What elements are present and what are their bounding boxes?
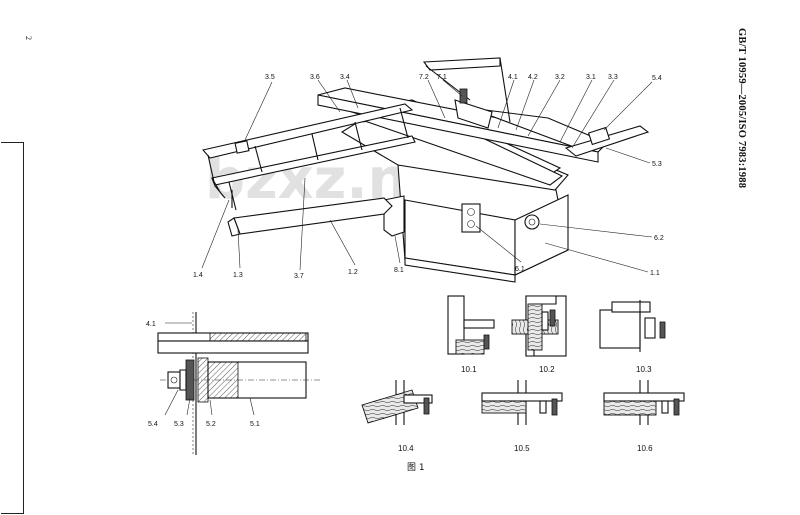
label-6-2: 6.2 (654, 235, 664, 242)
label-3-7: 3.7 (294, 273, 304, 280)
section-label-5-3: 5.3 (174, 421, 184, 428)
label-7-2: 7.2 (419, 74, 429, 81)
section-label-5-2: 5.2 (206, 421, 216, 428)
sliding-table-saw-drawing: 3.5 3.6 3.4 7.2 7.1 4.1 4.2 3.2 3.1 3.3 … (193, 57, 664, 283)
detail-caption-10-4: 10.4 (398, 444, 414, 453)
detail-10-3: 10.3 (599, 300, 666, 374)
detail-10-1: 10.1 (447, 295, 495, 374)
section-label-4-1: 4.1 (146, 321, 156, 328)
label-4-1: 4.1 (508, 74, 518, 81)
detail-caption-10-5: 10.5 (514, 444, 530, 453)
label-3-3: 3.3 (608, 74, 618, 81)
binding-margin-box (1, 142, 24, 514)
label-5-4: 5.4 (652, 75, 662, 82)
section-label-5-1: 5.1 (250, 421, 260, 428)
label-1-2: 1.2 (348, 269, 358, 276)
detail-10-2: 10.2 (511, 295, 567, 374)
label-3-6: 3.6 (310, 74, 320, 81)
detail-10-4: 10.4 (361, 380, 433, 453)
label-1-1: 1.1 (650, 270, 660, 277)
label-8-1: 8.1 (394, 267, 404, 274)
detail-caption-10-6: 10.6 (637, 444, 653, 453)
label-5-3: 5.3 (652, 161, 662, 168)
label-3-4: 3.4 (340, 74, 350, 81)
saw-arbor-section-view: 4.1 5.4 5.3 5.2 5.1 (146, 312, 320, 455)
figure-caption: 图 1 (407, 462, 425, 473)
standard-number-header: GB/T 10959—2005/ISO 7983:1988 (736, 28, 747, 189)
label-3-2: 3.2 (555, 74, 565, 81)
detail-caption-10-2: 10.2 (539, 365, 555, 374)
label-7-1: 7.1 (437, 74, 447, 81)
section-label-5-4: 5.4 (148, 421, 158, 428)
label-4-2: 4.2 (528, 74, 538, 81)
label-1-3: 1.3 (233, 272, 243, 279)
detail-10-6: 10.6 (603, 380, 685, 453)
detail-10-5: 10.5 (481, 380, 563, 453)
label-1-4: 1.4 (193, 272, 203, 279)
detail-caption-10-1: 10.1 (461, 365, 477, 374)
label-6-1: 6.1 (515, 266, 525, 273)
label-3-5: 3.5 (265, 74, 275, 81)
label-3-1: 3.1 (586, 74, 596, 81)
detail-caption-10-3: 10.3 (636, 365, 652, 374)
